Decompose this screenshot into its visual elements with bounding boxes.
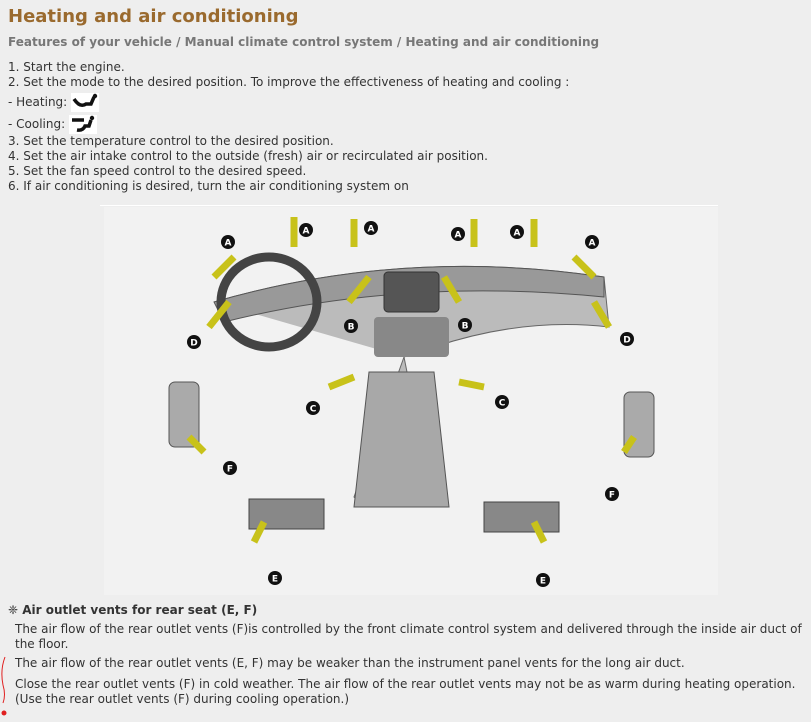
vent-label-d: D bbox=[190, 339, 197, 349]
airflow-arrow bbox=[571, 254, 597, 280]
airflow-arrow bbox=[458, 378, 485, 391]
step-2: 2. Set the mode to the desired position.… bbox=[8, 75, 570, 89]
vent-label-badge bbox=[495, 395, 509, 409]
vent-label-a: A bbox=[225, 239, 232, 249]
vent-label-badge bbox=[268, 571, 282, 585]
airflow-arrow bbox=[250, 520, 268, 544]
vent-label-badge bbox=[223, 461, 237, 475]
vent-label-d: D bbox=[623, 336, 630, 346]
vent-label-c: C bbox=[499, 399, 506, 409]
airflow-arrow bbox=[186, 434, 207, 455]
vent-label-b: B bbox=[462, 322, 469, 332]
airflow-arrow bbox=[621, 435, 637, 454]
vent-label-badge bbox=[344, 319, 358, 333]
heating-mode-icon bbox=[71, 93, 100, 112]
vent-label-a: A bbox=[455, 231, 462, 241]
vent-label-badge bbox=[451, 227, 465, 241]
vent-label-b: B bbox=[348, 323, 355, 333]
airflow-arrow bbox=[211, 254, 237, 280]
vent-label-a: A bbox=[303, 227, 310, 237]
note-paragraph-1: The air flow of the rear outlet vents (F… bbox=[15, 622, 802, 651]
vent-label-badge bbox=[306, 401, 320, 415]
vent-label-badge bbox=[510, 225, 524, 239]
vent-label-badge bbox=[364, 221, 378, 235]
vent-label-badge bbox=[187, 335, 201, 349]
vent-label-badge bbox=[458, 318, 472, 332]
heating-label: - Heating: bbox=[8, 95, 68, 109]
vent-label-badge bbox=[605, 487, 619, 501]
step-1: 1. Start the engine. bbox=[8, 60, 125, 74]
note-paragraph-3: Close the rear outlet vents (F) in cold … bbox=[15, 677, 796, 706]
airflow-arrow bbox=[440, 275, 463, 304]
vent-label-e: E bbox=[540, 577, 546, 587]
page-title: Heating and air conditioning bbox=[8, 6, 299, 27]
vent-label-f: F bbox=[227, 465, 233, 475]
vent-label-a: A bbox=[514, 229, 521, 239]
dashboard-illustration bbox=[168, 252, 655, 533]
divider bbox=[100, 205, 718, 206]
note-heading: ❈ Air outlet vents for rear seat (E, F) bbox=[8, 603, 258, 617]
vent-label-badge bbox=[299, 223, 313, 237]
vent-label-c: C bbox=[310, 405, 317, 415]
vent-diagram: A A A A A A B B C C D D E E F F bbox=[104, 207, 718, 595]
steps-list: 1. Start the engine. 2. Set the mode to … bbox=[8, 60, 569, 194]
airflow-arrow bbox=[530, 520, 548, 544]
step-5: 5. Set the fan speed control to the desi… bbox=[8, 164, 307, 178]
note-paragraph-2: The air flow of the rear outlet vents (E… bbox=[15, 656, 685, 670]
vent-label-a: A bbox=[368, 225, 375, 235]
vent-label-e: E bbox=[272, 575, 278, 585]
airflow-arrow bbox=[206, 299, 232, 330]
vent-label-a: A bbox=[589, 239, 596, 249]
step-6: 6. If air conditioning is desired, turn … bbox=[8, 179, 409, 193]
airflow-arrow bbox=[590, 300, 613, 329]
breadcrumb: Features of your vehicle / Manual climat… bbox=[8, 35, 600, 49]
step-4: 4. Set the air intake control to the out… bbox=[8, 149, 488, 163]
vent-label-f: F bbox=[609, 491, 615, 501]
airflow-arrow bbox=[327, 373, 356, 391]
vent-label-badge bbox=[620, 332, 634, 346]
step-3: 3. Set the temperature control to the de… bbox=[8, 134, 334, 148]
vent-label-badge bbox=[585, 235, 599, 249]
vent-label-badge bbox=[536, 573, 550, 587]
airflow-arrow bbox=[346, 274, 372, 305]
red-annotation-mark bbox=[1, 656, 7, 716]
vent-label-badge bbox=[221, 235, 235, 249]
cooling-label: - Cooling: bbox=[8, 117, 66, 131]
cooling-mode-icon bbox=[68, 115, 97, 134]
